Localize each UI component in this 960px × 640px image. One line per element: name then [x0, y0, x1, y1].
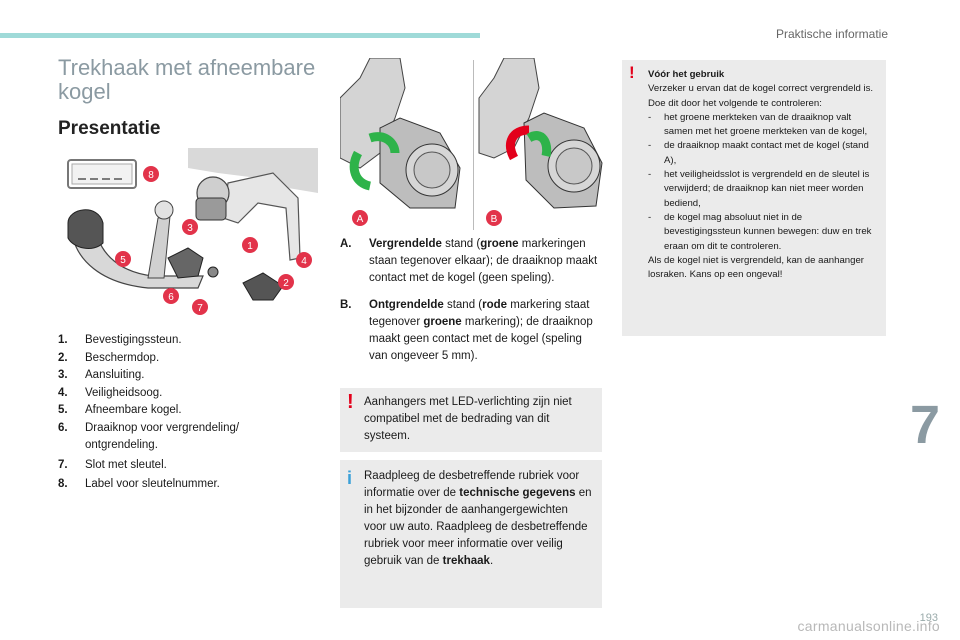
list-item: 4.Veiligheidsoog. — [58, 386, 163, 399]
watermark: carmanualsonline.info — [797, 618, 940, 634]
red-marker — [506, 125, 530, 161]
list-item: -de draaiknop maakt contact met de kogel… — [648, 140, 869, 166]
towball-arm — [72, 237, 204, 289]
state-a: A. Vergrendelde stand (groene markeringe… — [340, 238, 598, 284]
warning-icon: ! — [629, 63, 635, 82]
callout-3: 3 — [187, 223, 193, 234]
callout-6: 6 — [168, 292, 174, 303]
green-marker — [526, 131, 552, 158]
info-icon: i — [347, 468, 353, 488]
protective-cap — [67, 209, 104, 249]
label-a: A — [357, 214, 364, 225]
towball — [154, 200, 174, 220]
list-item: 2.Beschermdop. — [58, 351, 160, 364]
label-b: B — [491, 214, 498, 225]
list-item: 8.Label voor sleutelnummer. — [58, 478, 220, 490]
chapter-number: 7 — [910, 395, 941, 455]
callout-5: 5 — [120, 255, 126, 266]
mounting-bracket — [222, 172, 301, 261]
list-item: 5.Afneembare kogel. — [58, 404, 182, 416]
list-item: -de kogel mag absoluut niet in de bevest… — [648, 211, 872, 252]
state-descriptions: A. Vergrendelde stand (groene markeringe… — [340, 236, 602, 375]
warning-icon: ! — [347, 391, 354, 413]
cap-part — [242, 272, 284, 301]
list-item: -het veiligheidsslot is vergrendeld en d… — [648, 169, 870, 209]
header-accent-bar — [0, 33, 480, 38]
section-subtitle: Presentatie — [58, 118, 161, 139]
callout-4: 4 — [301, 256, 307, 267]
info-box: i Raadpleeg de desbetreffende rubriek vo… — [340, 460, 602, 608]
list-item: 6.Draaiknop voor vergrendeling/ ontgrend… — [58, 421, 240, 452]
callout-8: 8 — [148, 170, 154, 181]
callout-2: 2 — [283, 278, 289, 289]
page-number: 193 — [919, 612, 938, 624]
illustration-divider — [473, 60, 474, 230]
vehicle-underbody — [188, 148, 318, 193]
green-marker — [349, 150, 372, 191]
list-item: 7.Slot met sleutel. — [58, 458, 167, 471]
locking-knob — [167, 247, 204, 279]
callouts: 1 2 3 4 5 6 7 8 — [115, 166, 312, 315]
list-item: 1.Bevestigingssteun. — [58, 334, 182, 346]
towbar-illustration: 1 2 3 4 5 6 7 8 — [67, 148, 318, 315]
unlocked-state-illustration: B — [478, 58, 603, 226]
list-item: -het groene merkteken van de draaiknop v… — [648, 111, 868, 138]
section-header: Praktische informatie — [775, 27, 888, 41]
state-b: B. Ontgrendelde stand (rode markering st… — [340, 299, 593, 362]
callout-7: 7 — [197, 303, 203, 314]
list-item: 3.Aansluiting. — [58, 369, 145, 381]
callout-1: 1 — [247, 241, 253, 252]
led-warning-box: ! Aanhangers met LED-verlichting zijn ni… — [340, 388, 602, 452]
key-lock — [207, 266, 219, 278]
before-use-warning-box: ! Vóór het gebruik Verzeker u ervan dat … — [622, 60, 886, 336]
parts-list: 1.Bevestigingssteun. 2.Beschermdop. 3.Aa… — [58, 332, 298, 494]
page-title: Trekhaak met afneembare kogel — [58, 55, 316, 104]
locked-state-illustration: A — [340, 58, 461, 226]
